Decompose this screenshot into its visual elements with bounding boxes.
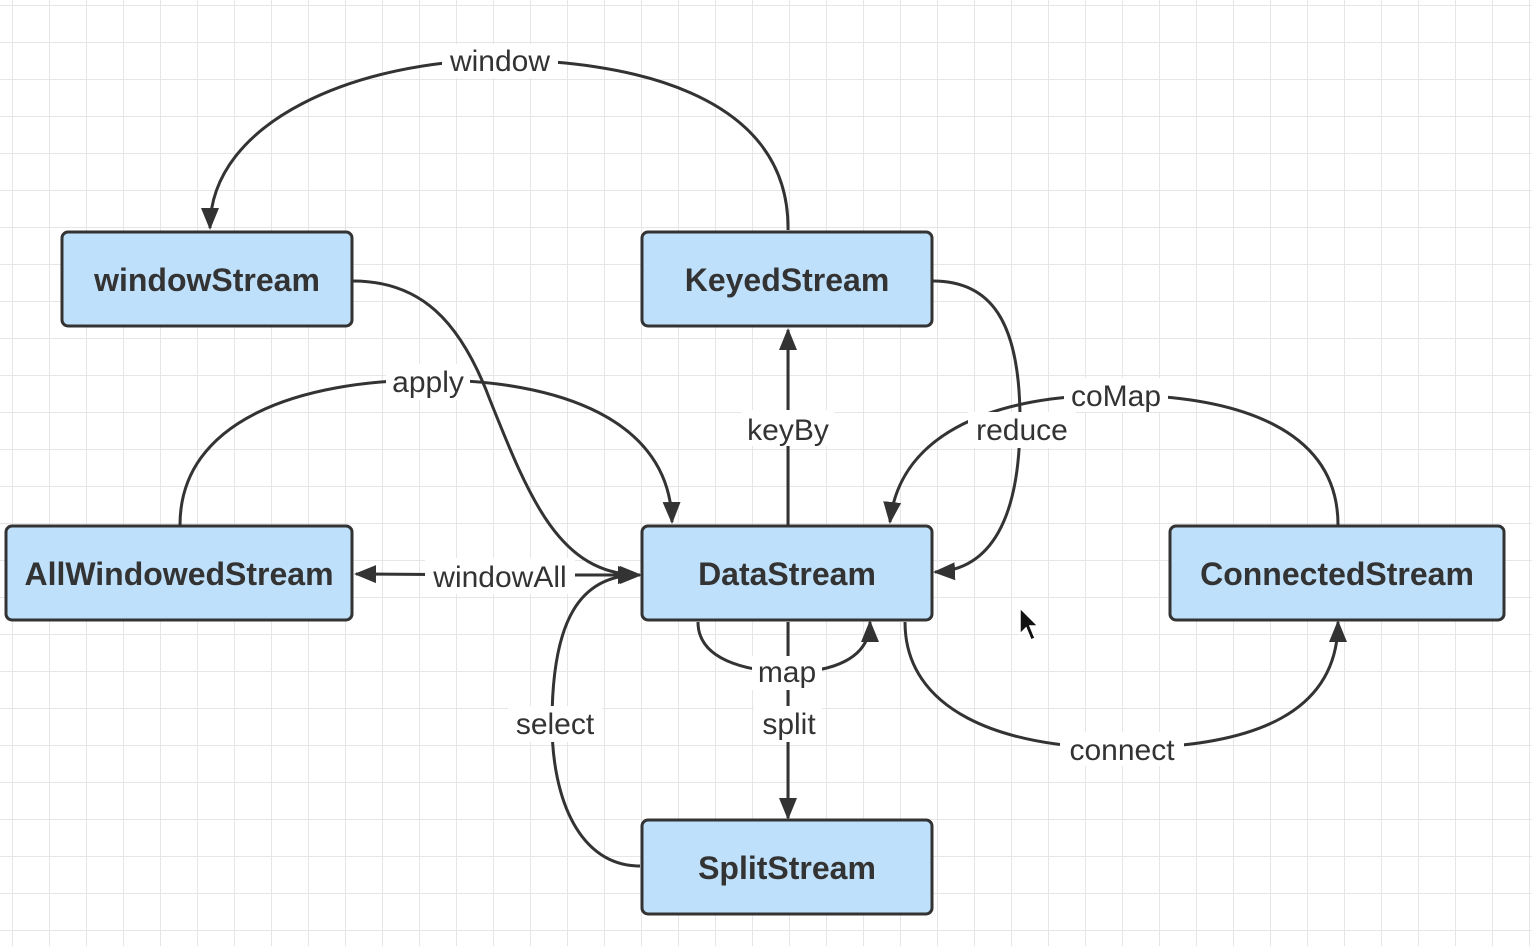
svg-text:reduce: reduce [976, 414, 1068, 447]
label-reduce: reduce [968, 412, 1076, 448]
svg-text:window: window [449, 45, 550, 78]
label-keyby: keyBy [742, 410, 834, 447]
svg-text:connect: connect [1069, 734, 1175, 767]
svg-text:SplitStream: SplitStream [698, 850, 876, 886]
svg-text:keyBy: keyBy [747, 414, 829, 447]
node-all-windowed-stream[interactable]: AllWindowedStream [4, 524, 354, 622]
edge-apply [178, 378, 681, 526]
label-apply: apply [386, 364, 470, 400]
label-comap: coMap [1064, 378, 1168, 413]
edge-connect [903, 620, 1347, 750]
edge-window [201, 58, 790, 231]
svg-text:windowAll: windowAll [432, 561, 566, 594]
node-data-stream[interactable]: DataStream [640, 524, 934, 622]
label-select: select [508, 706, 602, 742]
node-window-stream[interactable]: windowStream [60, 230, 354, 328]
label-connect: connect [1060, 732, 1184, 767]
svg-text:split: split [762, 708, 816, 741]
arrow-cursor-icon [1019, 606, 1040, 642]
label-split: split [754, 706, 822, 742]
svg-text:AllWindowedStream: AllWindowedStream [24, 556, 333, 592]
edge-window-to-data [352, 279, 642, 584]
svg-text:select: select [516, 708, 595, 741]
svg-text:map: map [758, 656, 816, 689]
svg-text:ConnectedStream: ConnectedStream [1200, 556, 1474, 592]
svg-text:windowStream: windowStream [93, 262, 320, 298]
svg-text:apply: apply [392, 366, 464, 399]
label-windowall: windowAll [425, 558, 575, 594]
node-connected-stream[interactable]: ConnectedStream [1168, 524, 1506, 622]
edge-comap [883, 393, 1340, 526]
svg-text:KeyedStream: KeyedStream [685, 262, 890, 298]
node-split-stream[interactable]: SplitStream [640, 818, 934, 916]
label-window: window [442, 44, 558, 78]
svg-text:DataStream: DataStream [698, 556, 876, 592]
label-map: map [752, 656, 822, 690]
svg-text:coMap: coMap [1071, 380, 1161, 413]
node-keyed-stream[interactable]: KeyedStream [640, 230, 934, 328]
